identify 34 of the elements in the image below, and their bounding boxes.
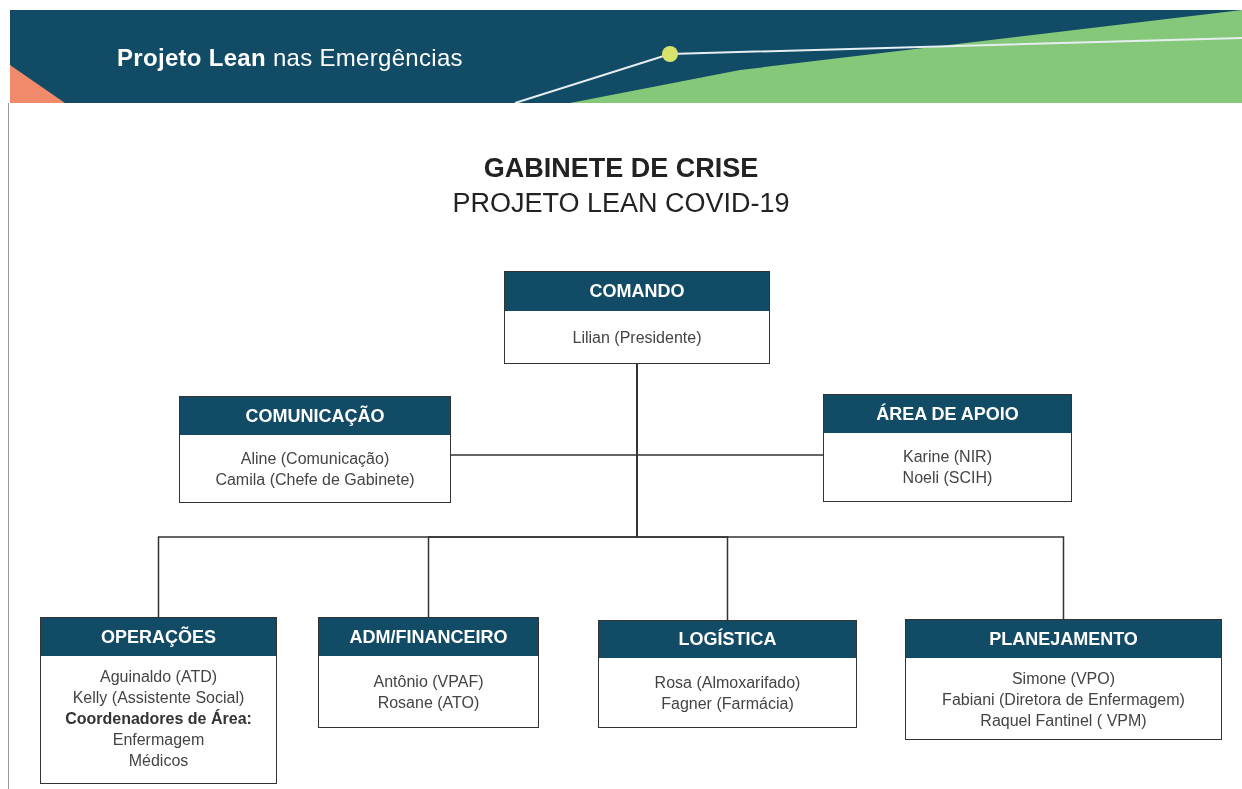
member-text: Karine (NIR) [903,447,992,467]
unit-heading: LOGÍSTICA [599,621,856,658]
org-unit-box [318,617,539,728]
org-unit-box [905,619,1222,740]
member-text: Enfermagem [112,730,205,750]
member-text: Coordenadores de Área: [65,708,252,729]
unit-heading: COMUNICAÇÃO [180,397,450,435]
member-text: Aline (Comunicação) [240,448,390,469]
member-text: Camila (Chefe de Gabinete) [215,469,415,490]
member-text: Rosa (Almoxarifado) [654,672,801,693]
member-text: Fabiani (Diretora de Enfermagem) [942,690,1185,710]
org-unit-box [179,396,451,503]
unit-heading: COMANDO [505,272,769,311]
org-unit-box [504,271,770,364]
unit-heading: ÁREA DE APOIO [824,395,1071,433]
member-text: Lilian (Presidente) [572,327,702,348]
member-text: Médicos [128,751,189,771]
member-text: Antônio (VPAF) [373,671,484,692]
unit-heading: ADM/FINANCEIRO [319,618,538,656]
header-title: Projeto Lean nas Emergências [117,44,463,72]
member-text: Raquel Fantinel ( VPM) [980,711,1147,731]
member-text: Rosane (ATO) [377,692,480,713]
org-unit-box [598,620,857,728]
unit-heading: PLANEJAMENTO [906,620,1221,658]
diagram-subtitle: PROJETO LEAN COVID-19 [451,188,791,219]
member-text: Simone (VPO) [1011,669,1116,689]
unit-heading: OPERAÇÕES [41,618,276,656]
org-unit-box [40,617,277,784]
member-text: Kelly (Assistente Social) [72,688,245,708]
member-text: Noeli (SCIH) [902,468,993,488]
org-unit-box [823,394,1072,502]
member-text: Fagner (Farmácia) [661,693,794,714]
diagram-title: GABINETE DE CRISE [482,153,760,184]
member-text: Aguinaldo (ATD) [99,667,218,687]
